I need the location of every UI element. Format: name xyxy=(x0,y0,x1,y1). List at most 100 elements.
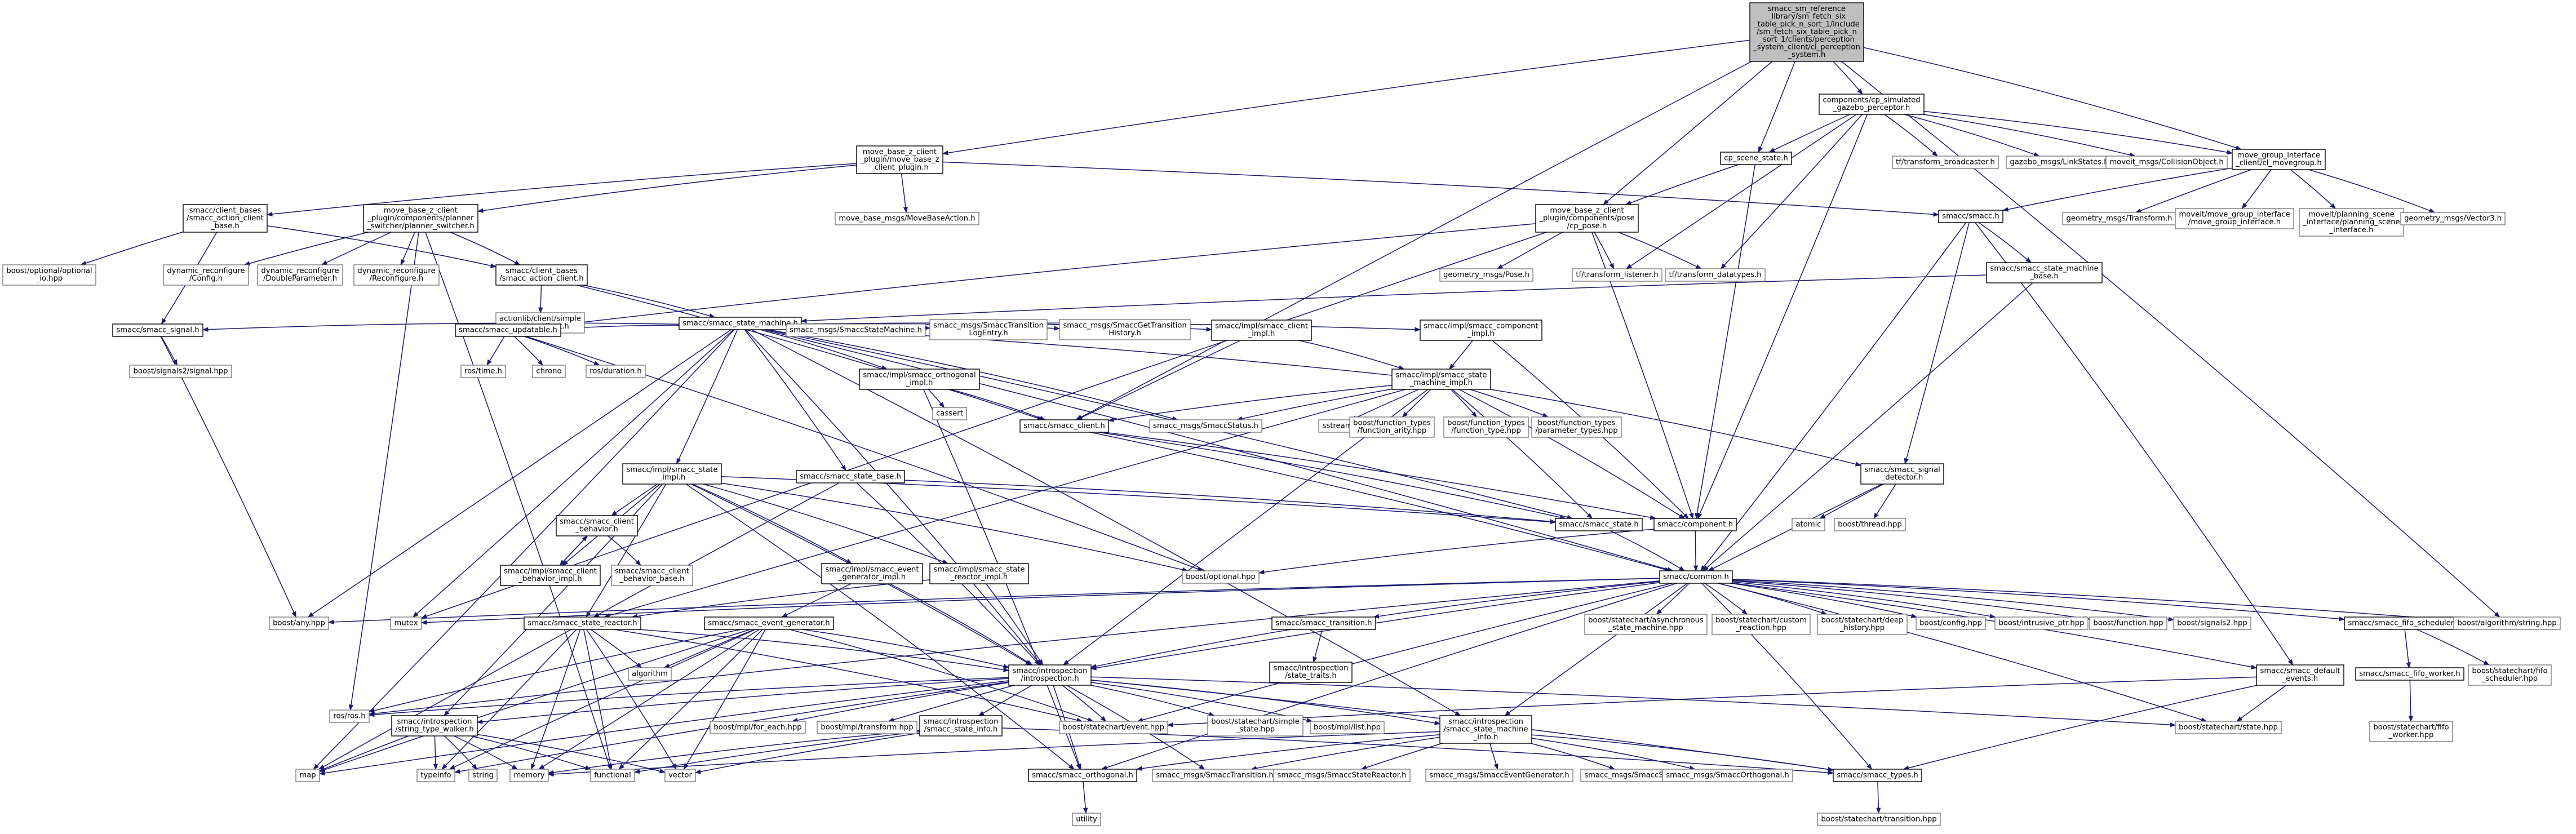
header-node-bs-state[interactable]: boost/statechart/state.hpp xyxy=(2175,721,2282,734)
header-node-state-info[interactable]: smacc/introspection/smacc_state_info.h xyxy=(919,715,1003,737)
header-node-client-behavior[interactable]: smacc/smacc_client_behavior.h xyxy=(556,515,638,536)
header-node-smacc-types[interactable]: smacc/smacc_types.h xyxy=(1833,769,1922,782)
header-node-bf-any[interactable]: boost/function_types/function_arity.hpp xyxy=(1349,416,1435,438)
header-node-smacc-state[interactable]: smacc/smacc_state.h xyxy=(1555,518,1643,531)
header-node-geometry-vector3[interactable]: geometry_msgs/Vector3.h xyxy=(2400,212,2506,225)
header-node-bs-fifo-sched[interactable]: boost/statechart/fifo_scheduler.hpp xyxy=(2468,664,2552,686)
header-node-cassert[interactable]: cassert xyxy=(932,407,967,420)
header-node-msg-sm[interactable]: smacc_msgs/SmaccStateMachine.h xyxy=(786,323,926,337)
header-node-ros-ros[interactable]: ros/ros.h xyxy=(329,709,370,723)
header-node-collision-object[interactable]: moveit_msgs/CollisionObject.h xyxy=(2105,156,2228,169)
header-node-msg-status[interactable]: smacc_msgs/SmaccStatus.h xyxy=(1149,419,1262,433)
header-node-sm-info[interactable]: smacc/introspection/smacc_state_machine_… xyxy=(1439,715,1532,744)
header-node-smacc-component[interactable]: smacc/component.h xyxy=(1653,518,1737,531)
header-node-bs-deep[interactable]: boost/statechart/deep_history.hpp xyxy=(1817,614,1908,635)
header-node-smacc-signal[interactable]: smacc/smacc_signal.h xyxy=(112,323,203,337)
header-node-functional[interactable]: functional xyxy=(590,769,635,782)
header-node-event-generator[interactable]: smacc/smacc_event_generator.h xyxy=(704,616,834,630)
header-node-atomic[interactable]: atomic xyxy=(1792,518,1825,531)
header-node-sstream[interactable]: sstream xyxy=(1318,419,1356,433)
header-node-cp-sim[interactable]: components/cp_simulated_gazebo_perceptor… xyxy=(1819,94,1925,115)
header-node-boost-signals2-signal[interactable]: boost/signals2/signal.hpp xyxy=(129,365,232,378)
header-node-typeinfo[interactable]: typeinfo xyxy=(416,769,455,782)
header-node-bs-custom[interactable]: boost/statechart/custom_reaction.hpp xyxy=(1712,614,1811,635)
header-node-dyn-double[interactable]: dynamic_reconfigure/DoubleParameter.h xyxy=(257,264,343,286)
header-node-orthogonal-impl[interactable]: smacc/impl/smacc_orthogonal_impl.h xyxy=(859,369,980,390)
header-node-msg-sreactor[interactable]: smacc_msgs/SmaccStateReactor.h xyxy=(1273,769,1411,782)
header-node-tf-listener[interactable]: tf/transform_listener.h xyxy=(1572,268,1662,282)
header-node-geometry-pose[interactable]: geometry_msgs/Pose.h xyxy=(1439,268,1533,282)
header-node-bs-fifo-worker[interactable]: boost/statechart/fifo_worker.hpp xyxy=(2369,721,2453,742)
header-node-mpl-transform[interactable]: boost/mpl/transform.hpp xyxy=(817,721,917,734)
header-node-ros-duration[interactable]: ros/duration.h xyxy=(586,365,646,378)
header-node-msg-egen[interactable]: smacc_msgs/SmaccEventGenerator.h xyxy=(1425,769,1573,782)
header-node-dyn-reconf[interactable]: dynamic_reconfigure/Reconfigure.h xyxy=(353,264,440,286)
header-node-boost-optional-io[interactable]: boost/optional/optional_io.hpp xyxy=(2,264,96,286)
header-node-state-traits[interactable]: smacc/introspection/state_traits.h xyxy=(1269,662,1353,683)
header-node-smacc-orthogonal[interactable]: smacc/smacc_orthogonal.h xyxy=(1028,769,1137,782)
header-node-tf-broadcaster[interactable]: tf/transform_broadcaster.h xyxy=(1892,156,1999,169)
header-node-boost-any[interactable]: boost/any.hpp xyxy=(269,616,329,630)
header-node-smacc-h[interactable]: smacc/smacc.h xyxy=(1938,210,2003,223)
header-node-cp-scene[interactable]: cp_scene_state.h xyxy=(1720,152,1792,165)
header-node-state-reactor[interactable]: smacc/smacc_state_reactor.h xyxy=(524,616,641,630)
header-node-bf-type[interactable]: boost/function_types/function_type.hpp xyxy=(1443,416,1529,438)
header-node-boost-function[interactable]: boost/function.hpp xyxy=(2089,616,2167,630)
header-node-vector[interactable]: vector xyxy=(664,769,696,782)
header-node-state-impl[interactable]: smacc/impl/smacc_state_impl.h xyxy=(622,463,722,485)
header-node-mpl-list[interactable]: boost/mpl/list.hpp xyxy=(1310,721,1385,734)
header-node-moveit-psi[interactable]: moveit/planning_scene_interface/planning… xyxy=(2299,208,2404,237)
header-node-chrono[interactable]: chrono xyxy=(532,365,566,378)
header-node-sm-impl[interactable]: smacc/impl/smacc_state_machine_impl.h xyxy=(1391,369,1491,390)
header-node-smacc-updatable[interactable]: smacc/smacc_updatable.h xyxy=(455,323,561,337)
header-node-component-impl[interactable]: smacc/impl/smacc_component_impl.h xyxy=(1420,320,1542,341)
header-node-signal-detector[interactable]: smacc/smacc_signal_detector.h xyxy=(1860,463,1944,485)
header-node-fifo-scheduler[interactable]: smacc/smacc_fifo_scheduler.h xyxy=(2344,616,2464,630)
header-node-bf-param[interactable]: boost/function_types/parameter_types.hpp xyxy=(1531,416,1622,438)
header-node-msg-state[interactable]: smacc_msgs/SmaccState.h xyxy=(1580,769,1690,782)
header-node-dyn-config[interactable]: dynamic_reconfigure/Config.h xyxy=(163,264,249,286)
header-node-bs-simple-state[interactable]: boost/statechart/simple_state.hpp xyxy=(1207,715,1303,737)
header-node-msg-orth[interactable]: smacc_msgs/SmaccOrthogonal.h xyxy=(1662,769,1793,782)
header-node-root[interactable]: smacc_sm_reference_library/sm_fetch_six_… xyxy=(1749,2,1864,62)
header-node-client-impl[interactable]: smacc/impl/smacc_client_impl.h xyxy=(1211,320,1312,341)
header-node-cp-pose[interactable]: move_base_z_client_plugin/components/pos… xyxy=(1535,204,1639,233)
header-node-eg-impl[interactable]: smacc/impl/smacc_event_generator_impl.h xyxy=(821,563,923,584)
header-node-state-base[interactable]: smacc/smacc_state_base.h xyxy=(796,470,905,483)
header-node-bs-async[interactable]: boost/statechart/asynchronous_state_mach… xyxy=(1584,614,1708,635)
header-node-boost-signals2[interactable]: boost/signals2.hpp xyxy=(2173,616,2251,630)
header-node-introspection[interactable]: smacc/introspection/introspection.h xyxy=(1008,664,1092,686)
header-node-utility[interactable]: utility xyxy=(1072,813,1101,826)
header-node-gazebo-linkstates[interactable]: gazebo_msgs/LinkStates.h xyxy=(2006,156,2113,169)
header-node-map[interactable]: map xyxy=(295,769,320,782)
header-node-geometry-transform[interactable]: geometry_msgs/Transform.h xyxy=(2062,212,2176,225)
header-node-movebase-action[interactable]: move_base_msgs/MoveBaseAction.h xyxy=(835,212,979,225)
header-node-boost-thread[interactable]: boost/thread.hpp xyxy=(1834,518,1906,531)
header-node-sm-base[interactable]: smacc/smacc_state_machine_base.h xyxy=(1986,262,2103,283)
header-node-bs-transition[interactable]: boost/statechart/transition.hpp xyxy=(1817,813,1941,826)
header-node-moveit-mgi[interactable]: moveit/move_group_interface/move_group_i… xyxy=(2175,208,2294,229)
header-node-common[interactable]: smacc/common.h xyxy=(1659,570,1733,584)
header-node-boost-algo-string[interactable]: boost/algorithm/string.hpp xyxy=(2453,616,2561,630)
header-node-state-machine[interactable]: smacc/smacc_state_machine.h xyxy=(679,317,802,330)
header-node-ros-time[interactable]: ros/time.h xyxy=(460,365,506,378)
header-node-mpl-for-each[interactable]: boost/mpl/for_each.hpp xyxy=(710,721,806,734)
header-node-fifo-worker[interactable]: smacc/smacc_fifo_worker.h xyxy=(2355,667,2464,681)
header-node-boost-optional[interactable]: boost/optional.hpp xyxy=(1182,570,1260,584)
header-node-string-walker[interactable]: smacc/introspection/string_type_walker.h xyxy=(391,715,478,737)
header-node-algorithm[interactable]: algorithm xyxy=(628,667,672,681)
header-node-default-events[interactable]: smacc/smacc_default_events.h xyxy=(2256,664,2344,686)
header-node-mb-plugin[interactable]: move_base_z_client_plugin/move_base_z_cl… xyxy=(856,145,943,174)
header-node-cb-impl[interactable]: smacc/impl/smacc_client_behavior_impl.h xyxy=(500,565,601,586)
header-node-smacc-transition[interactable]: smacc/smacc_transition.h xyxy=(1271,616,1376,630)
header-node-mutex[interactable]: mutex xyxy=(390,616,422,630)
header-node-bs-event[interactable]: boost/statechart/event.hpp xyxy=(1059,721,1168,734)
header-node-msg-transition[interactable]: smacc_msgs/SmaccTransition.h xyxy=(1152,769,1278,782)
header-node-string[interactable]: string xyxy=(468,769,498,782)
header-node-move-group[interactable]: move_group_interface_client/cl_movegroup… xyxy=(2232,149,2326,170)
header-node-smacc-client[interactable]: smacc/smacc_client.h xyxy=(1019,419,1109,433)
header-node-client-bases-action[interactable]: smacc/client_bases/smacc_action_client_b… xyxy=(183,204,268,233)
header-node-cb-base[interactable]: smacc/smacc_client_behavior_base.h xyxy=(611,565,693,586)
